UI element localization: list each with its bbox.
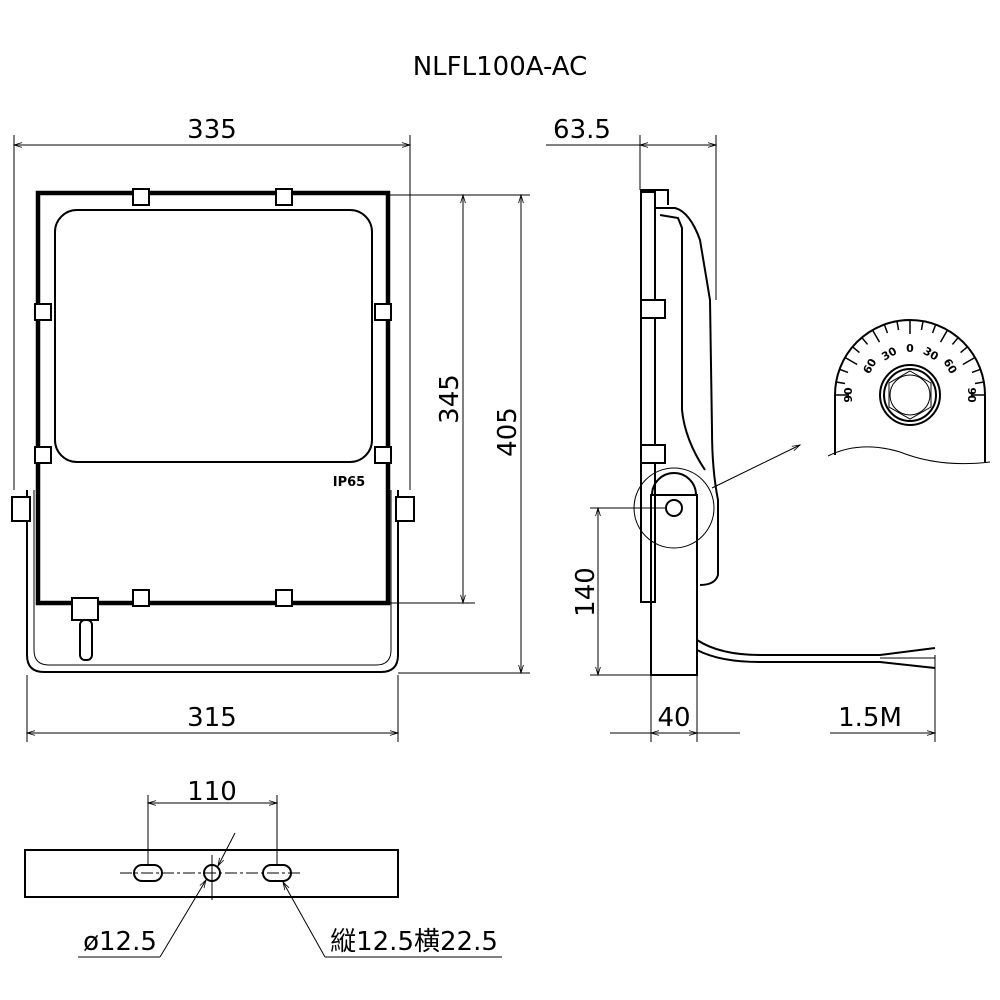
svg-text:90: 90 (842, 387, 855, 403)
dim-hole-pitch-110: 110 (187, 777, 237, 807)
dial-tick (920, 321, 924, 331)
angle-dial-detail: 90 60 30 0 30 60 90 (827, 319, 991, 465)
dim-pivot-140: 140 (571, 567, 601, 617)
dial-tick (971, 368, 981, 374)
housing-frame (35, 190, 391, 606)
dim-height-345: 345 (435, 374, 465, 424)
dial-tick (883, 324, 889, 334)
dial-tick (960, 346, 968, 354)
dim-cable-1-5m: 1.5M (838, 703, 902, 733)
dial-tick (951, 337, 959, 345)
dial-tick (939, 329, 949, 343)
lens (54, 209, 373, 463)
dial-tick (896, 321, 900, 331)
svg-text:0: 0 (906, 342, 914, 355)
dial-tick (861, 337, 869, 345)
dial-tick (931, 324, 937, 334)
svg-text:30: 30 (879, 344, 899, 363)
label-hole-diameter: ø12.5 (83, 927, 157, 957)
dim-bracket-40: 40 (657, 703, 690, 733)
ip65-badge: IP65 (333, 475, 365, 490)
bracket-bottom-view (24, 849, 399, 900)
dim-width-315: 315 (187, 703, 237, 733)
side-bracket (650, 494, 698, 676)
svg-text:90: 90 (965, 387, 978, 403)
dial-tick (852, 346, 860, 354)
dim-height-405: 405 (493, 407, 523, 457)
cable-gland (71, 597, 99, 621)
bolt-right (395, 496, 415, 522)
dim-depth-63-5: 63.5 (553, 115, 611, 145)
svg-text:30: 30 (921, 345, 941, 364)
dial-tick (962, 356, 976, 366)
svg-text:60: 60 (861, 356, 880, 376)
front-view: IP65 (11, 188, 415, 673)
drawing-title: NLFL100A-AC (413, 52, 588, 82)
cable (79, 619, 93, 661)
label-slot-size: 縦12.5横22.5 (330, 927, 498, 957)
dial-tick (974, 381, 984, 385)
dial-tick (836, 381, 846, 385)
dial-tick (844, 356, 858, 366)
dial-tick (839, 368, 849, 374)
side-view (633, 189, 936, 676)
frame-clips (34, 188, 392, 607)
dim-width-335: 335 (187, 115, 237, 145)
mounting-bracket (26, 490, 399, 673)
bolt-left (11, 496, 31, 522)
dial-tick (871, 329, 881, 343)
svg-text:60: 60 (941, 356, 960, 376)
